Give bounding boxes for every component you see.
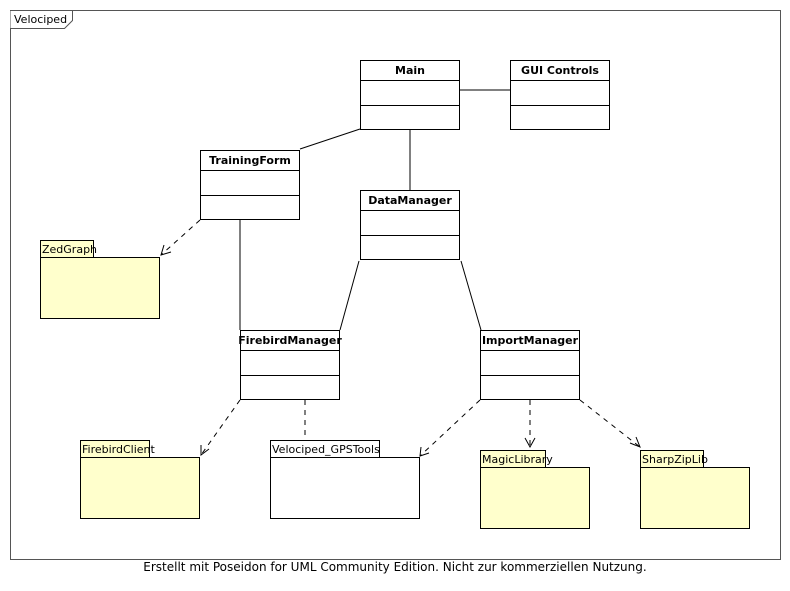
class-name-firebirdmanager: FirebirdManager — [238, 334, 342, 347]
package-name-magiclibrary: MagicLibrary — [482, 453, 553, 466]
arrowhead-zedgraph — [160, 244, 172, 256]
package-name-zedgraph: ZedGraph — [42, 243, 97, 256]
package-firebirdclient[interactable]: FirebirdClient — [80, 440, 200, 519]
dep-import-sharpziplib — [579, 399, 641, 448]
class-name-datamanager: DataManager — [368, 194, 452, 207]
class-firebirdmanager[interactable]: FirebirdManager — [238, 330, 342, 400]
package-velociped-gpstools[interactable]: Velociped_GPSTools — [270, 440, 420, 519]
class-main[interactable]: Main — [360, 60, 460, 130]
dep-trainingform-zedgraph — [160, 219, 201, 256]
package-name-firebirdclient: FirebirdClient — [82, 443, 156, 456]
package-name-sharpziplib: SharpZipLib — [642, 453, 708, 466]
arrowhead-sharpziplib — [629, 436, 641, 448]
class-name-importmanager: ImportManager — [482, 334, 579, 347]
class-datamanager[interactable]: DataManager — [360, 190, 460, 260]
class-name-trainingform: TrainingForm — [209, 154, 291, 167]
dep-firebird-firebirdclient — [200, 399, 241, 456]
arrowhead-magiclibrary — [524, 437, 536, 449]
assoc-main-trainingform — [299, 128, 361, 150]
class-name-main: Main — [395, 64, 425, 77]
dep-import-gpstools — [419, 399, 481, 457]
package-sharpziplib[interactable]: SharpZipLib — [640, 450, 750, 529]
package-zedgraph[interactable]: ZedGraph — [40, 240, 160, 319]
diagram-frame — [10, 10, 781, 560]
arrowhead-gpstools-2 — [419, 446, 430, 457]
frame-title-tab — [10, 10, 73, 29]
frame-title: Velociped — [14, 13, 67, 26]
class-importmanager[interactable]: ImportManager — [480, 330, 580, 400]
assoc-datamanager-import — [460, 260, 482, 331]
class-name-gui-controls: GUI Controls — [521, 64, 599, 77]
package-magiclibrary[interactable]: MagicLibrary — [480, 450, 590, 529]
footer-notice: Erstellt mit Poseidon for UML Community … — [143, 560, 647, 574]
class-trainingform[interactable]: TrainingForm — [200, 150, 300, 220]
assoc-datamanager-firebird — [339, 260, 360, 331]
package-name-velociped-gpstools: Velociped_GPSTools — [272, 443, 380, 456]
arrowhead-firebirdclient — [200, 445, 210, 456]
class-gui-controls[interactable]: GUI Controls — [510, 60, 610, 130]
